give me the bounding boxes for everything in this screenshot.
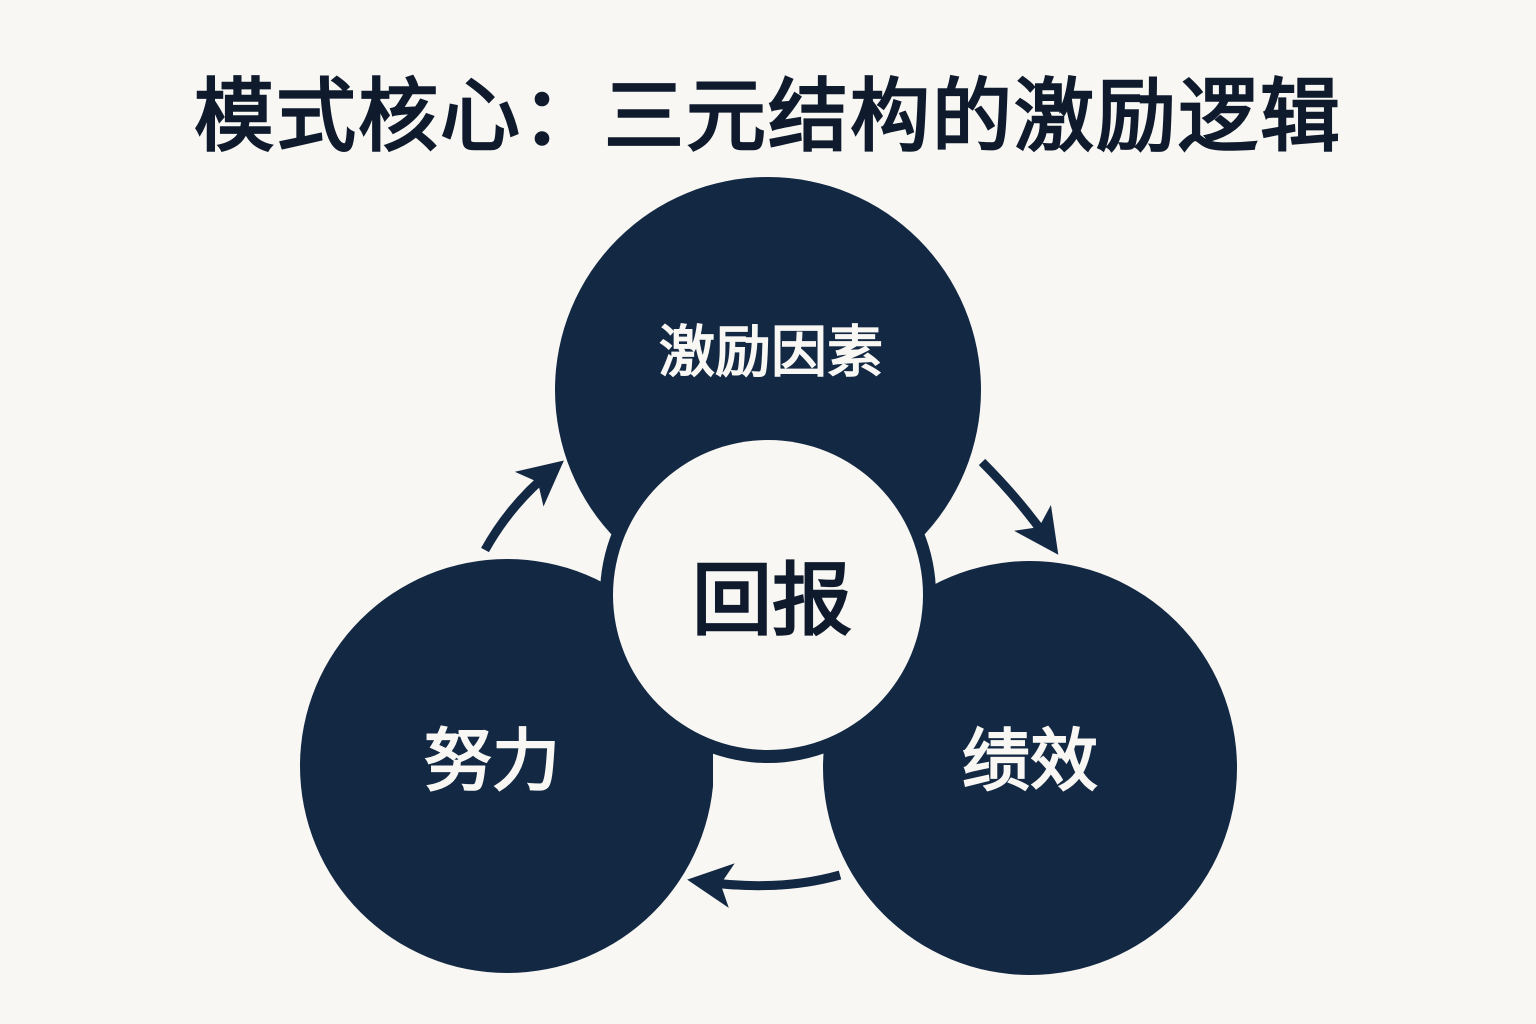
node-top-label: 激励因素 [659, 320, 883, 386]
arrow-effort-to-incentive [481, 460, 564, 553]
node-left-label: 努力 [423, 722, 561, 802]
arrow-incentive-to-performance [978, 458, 1059, 555]
node-center-circle [613, 440, 923, 750]
node-right-label: 绩效 [961, 722, 1099, 802]
arrow-performance-to-effort [687, 863, 842, 908]
node-left-circle [300, 559, 714, 973]
node-center-label: 回报 [692, 554, 852, 647]
page-title: 模式核心：三元结构的激励逻辑 [194, 70, 1342, 163]
node-right-circle [823, 561, 1237, 975]
